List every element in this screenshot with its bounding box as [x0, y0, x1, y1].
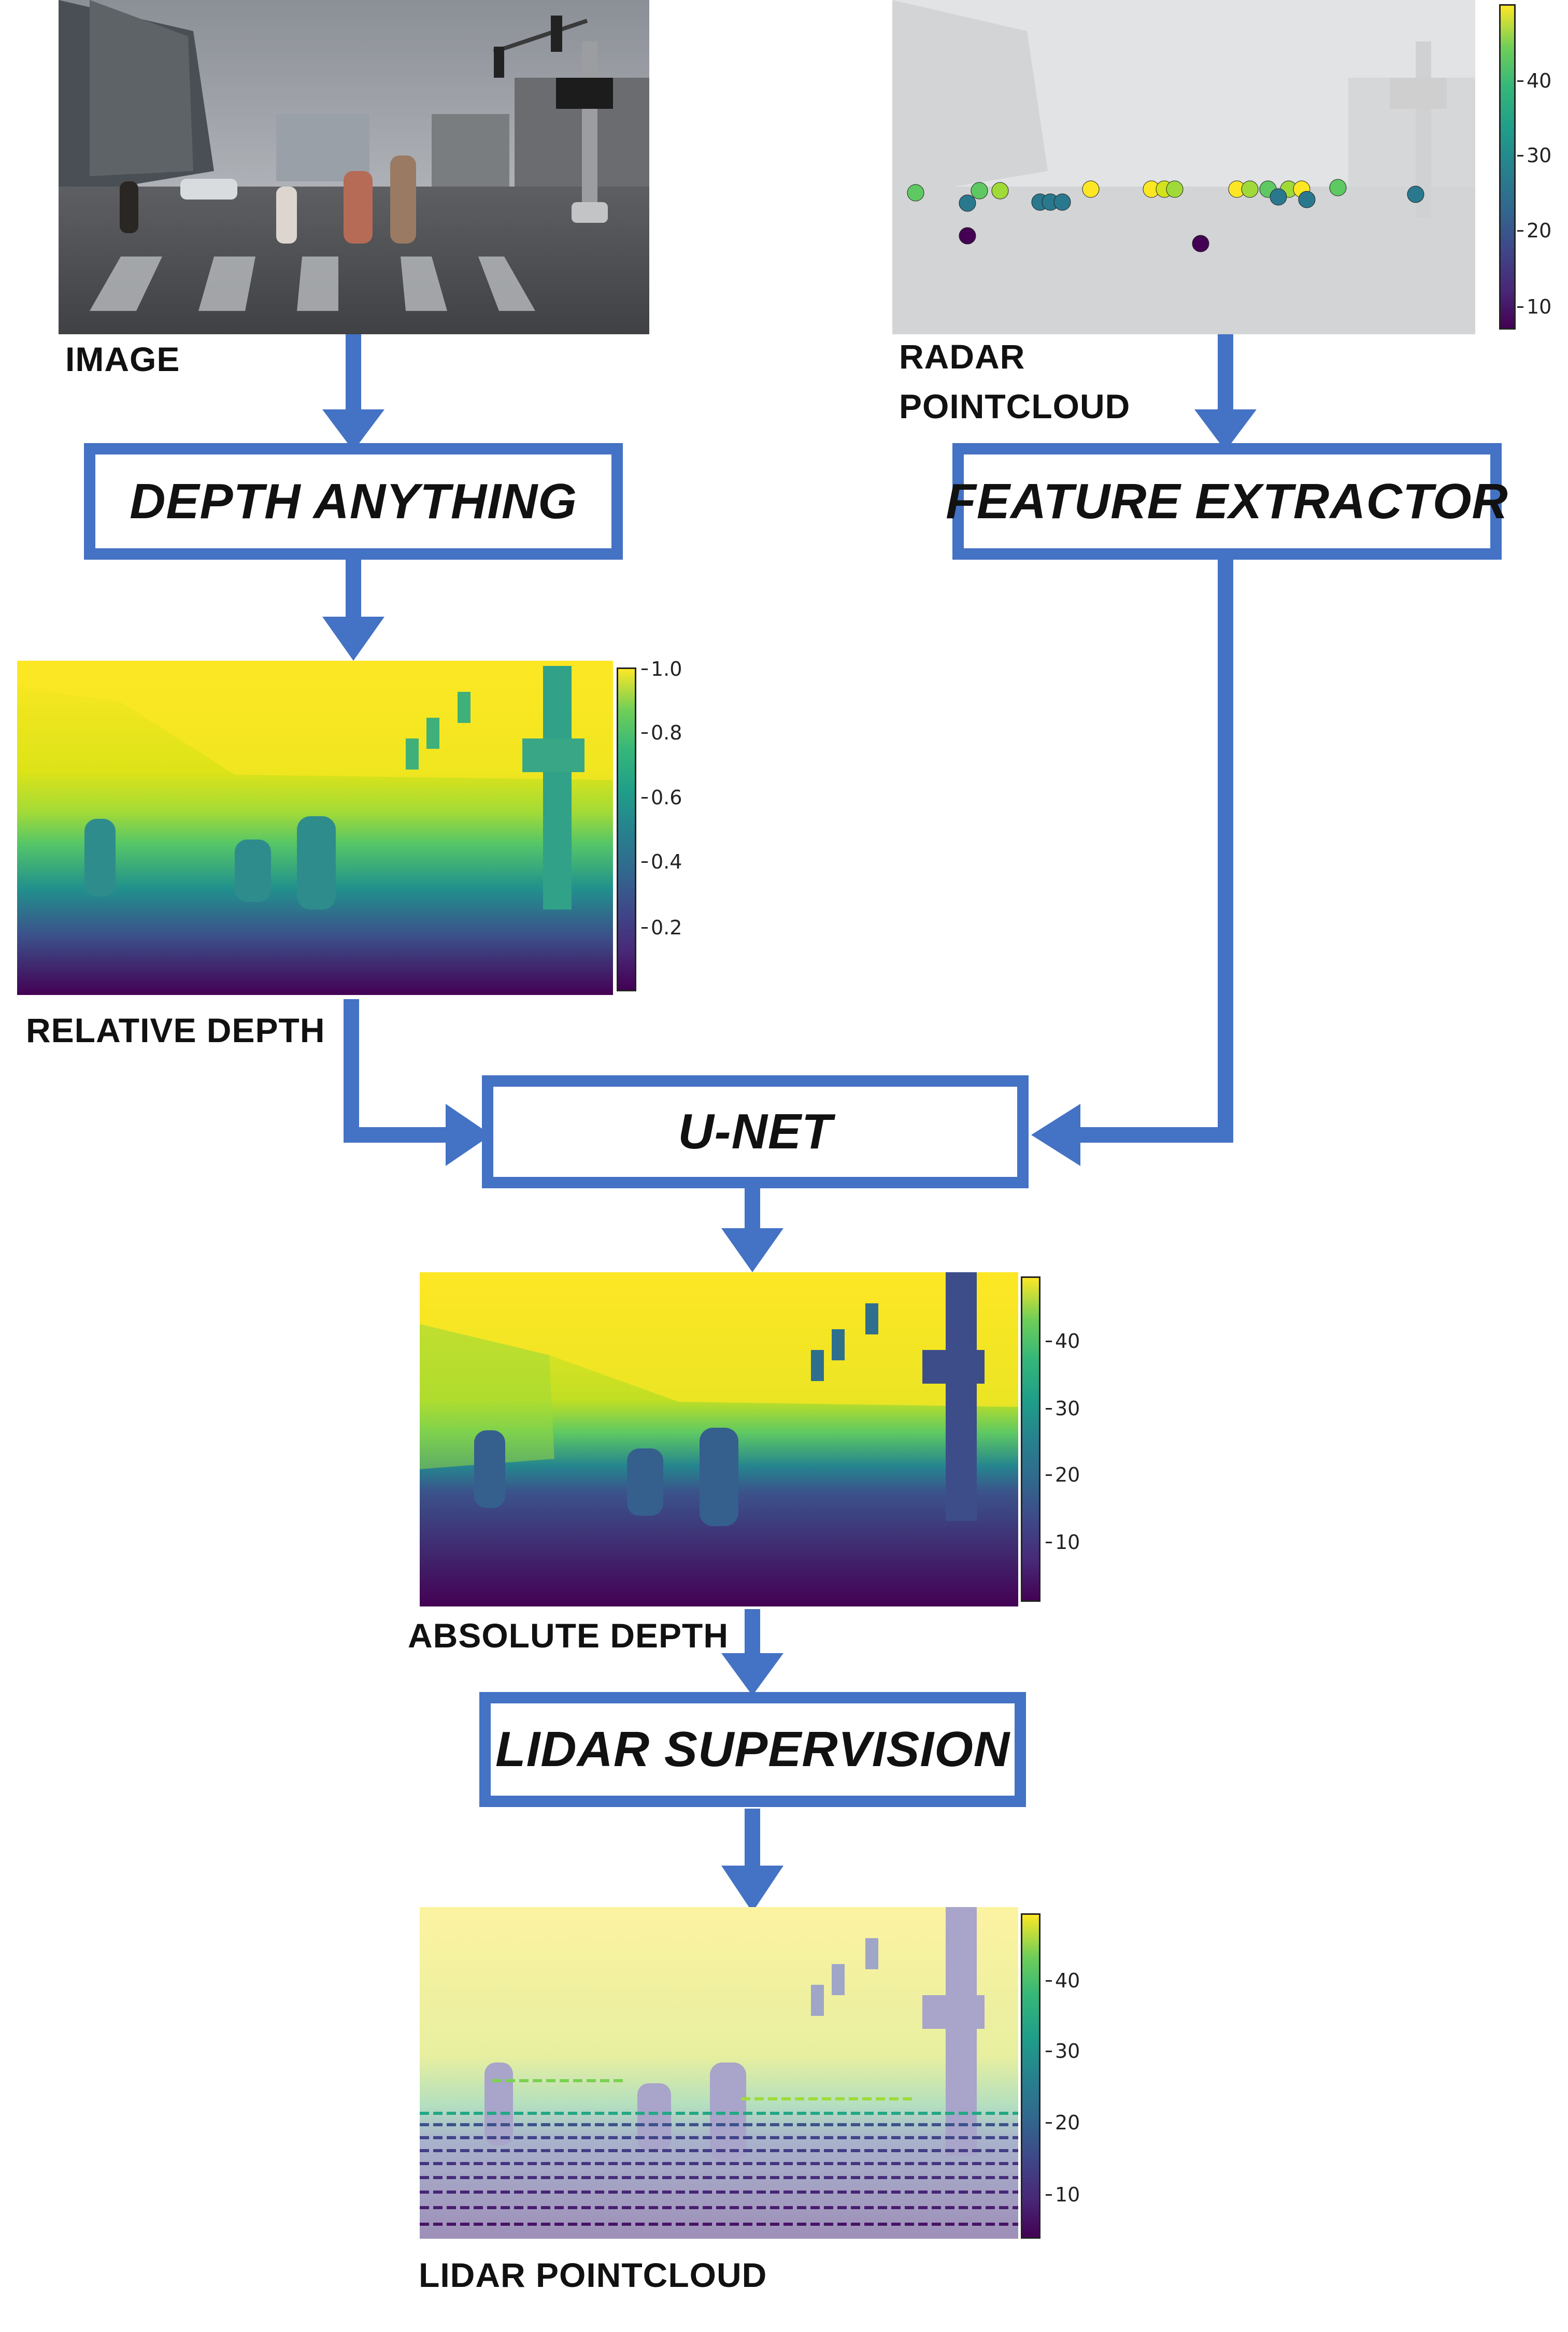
label-lidar-pointcloud: LIDAR POINTCLOUD — [419, 2256, 767, 2294]
arrowhead-icon — [446, 1104, 491, 1166]
relative-colorbar-tick: 0.2 — [641, 916, 682, 939]
arrowhead-icon — [721, 1653, 783, 1696]
label-absolute-depth: ABSOLUTE DEPTH — [408, 1616, 729, 1655]
relative-colorbar-tick: 0.4 — [641, 850, 682, 873]
lidar-supervision-title: LIDAR SUPERVISION — [495, 1722, 1010, 1777]
arrowhead-icon — [721, 1866, 783, 1912]
radar-colorbar-tick: 30 — [1517, 144, 1552, 167]
lidar-colorbar-tick: 20 — [1045, 2111, 1080, 2134]
absolute-colorbar-tick: 40 — [1045, 1330, 1080, 1353]
radar-colorbar — [1499, 4, 1516, 330]
radar-colorbar-tick: 10 — [1517, 295, 1552, 318]
relative-colorbar-tick: 0.6 — [641, 786, 682, 809]
radar-colorbar-tick: 20 — [1517, 219, 1552, 242]
lidar-colorbar-tick: 40 — [1045, 1969, 1080, 1992]
lidar-scan-lines — [420, 2079, 1018, 2226]
lidar-supervision-box: LIDAR SUPERVISION — [479, 1692, 1026, 1807]
relative-colorbar-tick: 1.0 — [641, 658, 682, 680]
absolute-colorbar-tick: 20 — [1045, 1463, 1080, 1486]
lidar-pointcloud-plot — [420, 1907, 1018, 2239]
absolute-depth-map — [420, 1272, 1018, 1606]
arrowhead-icon — [322, 409, 384, 451]
relative-depth-map — [17, 661, 613, 995]
feature-extractor-box: FEATURE EXTRACTOR — [946, 443, 1508, 560]
relative-colorbar-tick: 0.8 — [641, 721, 682, 744]
arrow-relative-to-unet — [344, 999, 456, 1143]
radar-pointcloud-plot — [892, 0, 1475, 334]
lidar-colorbar-tick: 10 — [1045, 2183, 1080, 2206]
radar-points — [907, 179, 1424, 252]
arrow-feature-extractor-to-unet — [1078, 559, 1233, 1143]
label-relative-depth: RELATIVE DEPTH — [26, 1011, 325, 1049]
arrowhead-icon — [721, 1228, 783, 1272]
depth-anything-box: DEPTH ANYTHING — [84, 443, 623, 560]
radar-colorbar-tick: 40 — [1517, 69, 1552, 92]
arrowhead-icon — [1031, 1104, 1080, 1166]
arrowhead-icon — [1194, 409, 1257, 451]
camera-image — [59, 0, 649, 334]
lidar-colorbar-tick: 30 — [1045, 2040, 1080, 2063]
feature-extractor-title: FEATURE EXTRACTOR — [946, 473, 1508, 529]
lidar-colorbar — [1021, 1913, 1040, 2239]
label-image: IMAGE — [65, 340, 180, 378]
label-radar-pointcloud: RADAR POINTCLOUD — [899, 337, 1131, 425]
unet-box: U-NET — [482, 1075, 1029, 1188]
arrowhead-icon — [322, 617, 384, 661]
depth-anything-title: DEPTH ANYTHING — [130, 473, 577, 529]
absolute-colorbar-tick: 10 — [1045, 1531, 1080, 1554]
absolute-colorbar-tick: 30 — [1045, 1397, 1080, 1420]
relative-depth-colorbar — [617, 667, 636, 991]
unet-title: U-NET — [678, 1104, 833, 1159]
absolute-depth-colorbar — [1021, 1276, 1040, 1602]
